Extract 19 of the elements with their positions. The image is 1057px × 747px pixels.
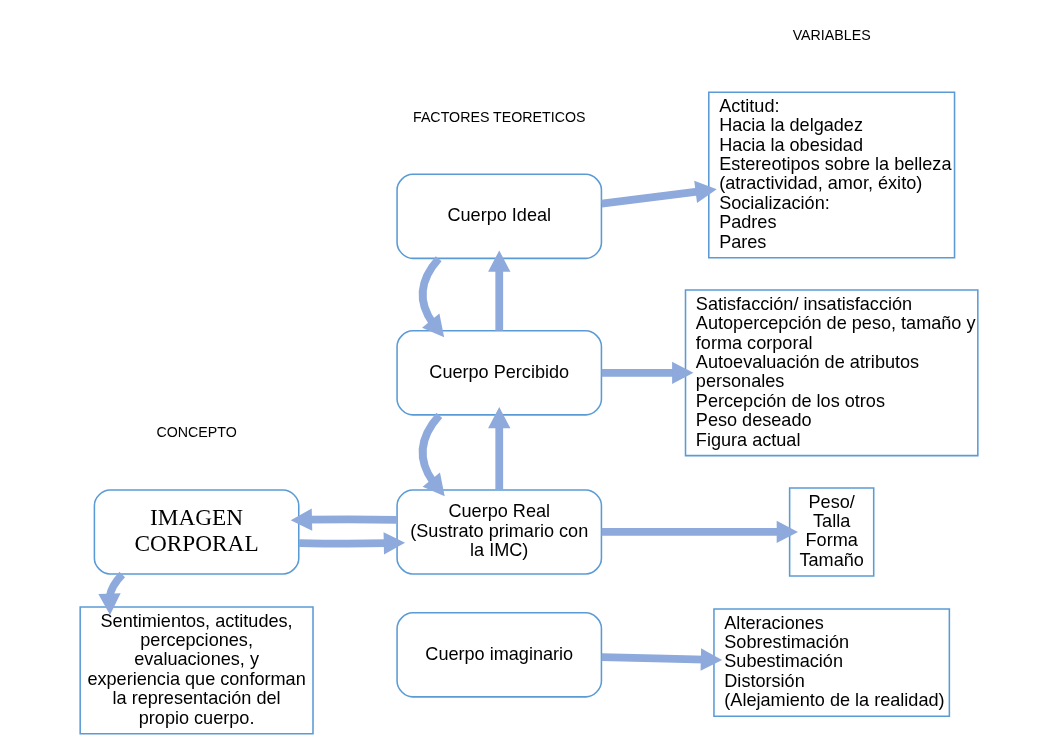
node-box: IMAGEN CORPORAL xyxy=(93,489,300,575)
node-box: Cuerpo imaginario xyxy=(395,612,602,698)
arrow xyxy=(97,571,125,615)
node-box: Cuerpo Ideal xyxy=(395,173,602,260)
arrow xyxy=(600,180,717,208)
node-box: Cuerpo Percibido xyxy=(395,330,602,416)
arrow xyxy=(418,256,444,338)
node-box: Peso/ Talla Forma Tamaño xyxy=(788,487,874,577)
arrow xyxy=(418,412,445,497)
label: VARIABLES xyxy=(792,27,871,44)
node-box: Alteraciones Sobrestimación Subestimación Distorsión (Alejamiento de la realidad) xyxy=(712,608,950,718)
arrow xyxy=(290,508,397,531)
arrow xyxy=(487,406,510,490)
label: CONCEPTO xyxy=(155,424,237,441)
label: FACTORES TEORETICOS xyxy=(412,108,585,125)
node-box: Sentimientos, actitudes, percepciones, evaluaciones, y experiencia que conforman la representación del propio cuerpo. xyxy=(78,606,314,735)
node-box: Actitud: Hacia la delgadez Hacia la obesidad Estereotipos sobre la belleza (atractividad, amor, éxito) Socialización: Padres Pares xyxy=(707,91,955,259)
node-box: Satisfacción/ insatisfacción Autopercepción de peso, tamaño y forma corporal Autoevaluación de atributos personales Percepción de los otros Peso deseado Figura actual xyxy=(684,289,979,457)
node-box: Cuerpo Real (Sustrato primario con la IMC) xyxy=(395,489,602,575)
